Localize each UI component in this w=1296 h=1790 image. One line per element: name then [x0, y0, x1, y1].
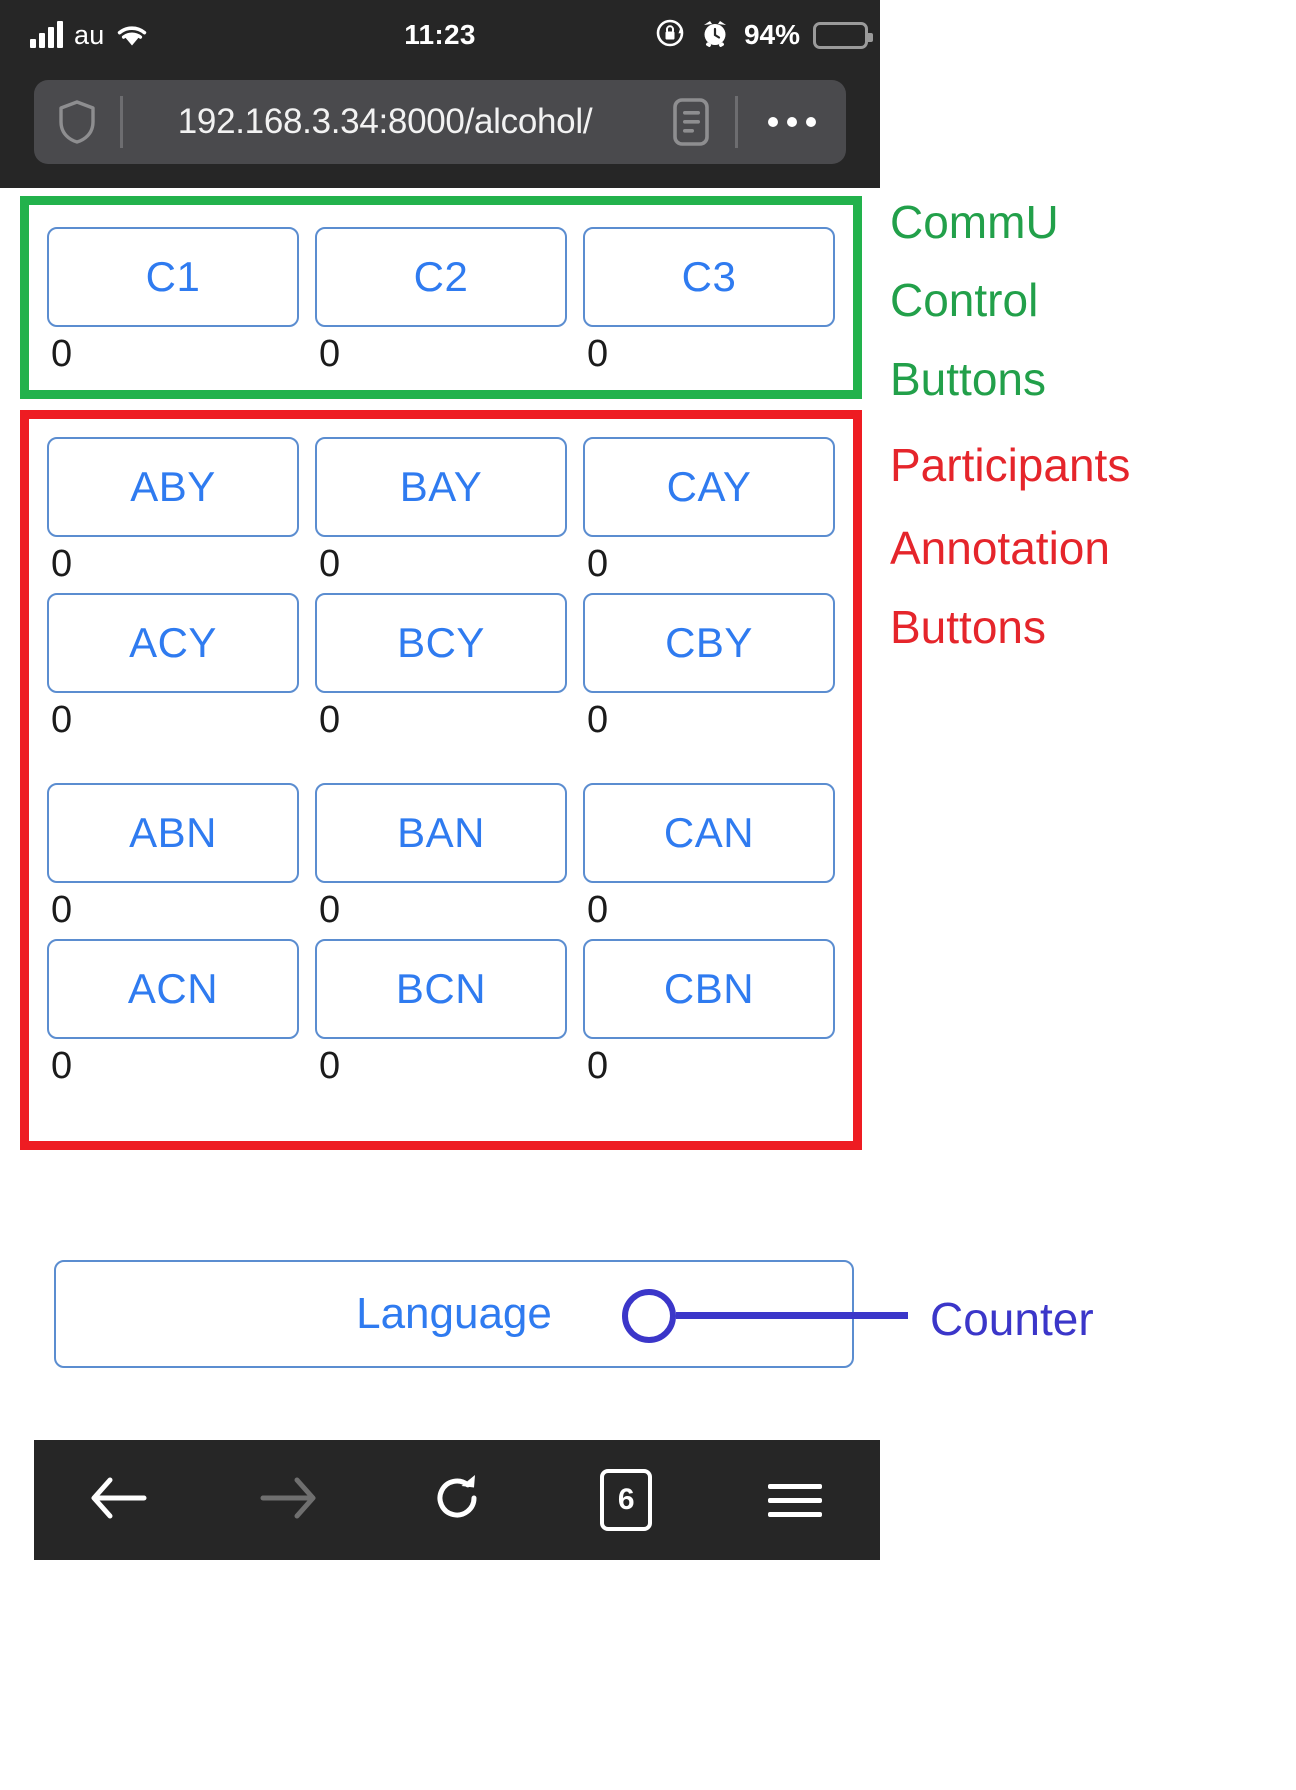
- control-cell: C3 0: [583, 227, 835, 383]
- more-options-icon[interactable]: [738, 117, 846, 127]
- annotation-cell: CBN 0: [583, 939, 835, 1095]
- reload-icon: [428, 1469, 486, 1532]
- phone-screen: au 11:23: [0, 0, 880, 1560]
- annotation-cell: ABY 0: [47, 437, 299, 593]
- annotation-button-cbn[interactable]: CBN: [583, 939, 835, 1039]
- annotation-cell: CBY 0: [583, 593, 835, 749]
- forward-button[interactable]: [203, 1440, 372, 1560]
- control-counter-c3: 0: [587, 333, 609, 376]
- annotation-counter-label: Counter: [930, 1293, 1094, 1345]
- annotation-counter-aby: 0: [51, 543, 73, 586]
- alarm-clock-icon: [699, 17, 731, 54]
- control-button-c2[interactable]: C2: [315, 227, 567, 327]
- annotation-green-line-3: Buttons: [890, 353, 1046, 405]
- status-bar-right: 94%: [654, 0, 873, 70]
- annotation-counter-ban: 0: [319, 889, 341, 932]
- address-bar[interactable]: 192.168.3.34:8000/alcohol/: [34, 80, 846, 164]
- url-text[interactable]: 192.168.3.34:8000/alcohol/: [177, 102, 593, 141]
- annotation-cell: BCN 0: [315, 939, 567, 1095]
- annotation-cell: ACY 0: [47, 593, 299, 749]
- annotation-counter-cby: 0: [587, 699, 609, 742]
- annotation-counter-cay: 0: [587, 543, 609, 586]
- control-cell: C1 0: [47, 227, 299, 383]
- annotation-cell: ABN 0: [47, 783, 299, 939]
- rotation-lock-icon: [654, 17, 686, 54]
- annotation-cell: CAY 0: [583, 437, 835, 593]
- annotation-cell: CAN 0: [583, 783, 835, 939]
- annotation-button-acy[interactable]: ACY: [47, 593, 299, 693]
- annotation-cell: ACN 0: [47, 939, 299, 1095]
- menu-button[interactable]: [711, 1440, 880, 1560]
- tab-count-button[interactable]: 6: [542, 1440, 711, 1560]
- annotation-button-cay[interactable]: CAY: [583, 437, 835, 537]
- annotation-cell: BCY 0: [315, 593, 567, 749]
- row-spacer: [47, 749, 835, 783]
- annotation-button-bcy[interactable]: BCY: [315, 593, 567, 693]
- participants-annotation-section: ABY 0 BAY 0 CAY 0: [20, 410, 862, 1150]
- annotation-button-row: ABN 0 BAN 0 CAN 0: [47, 783, 835, 939]
- address-bar-divider: [120, 96, 123, 148]
- annotation-button-bay[interactable]: BAY: [315, 437, 567, 537]
- annotation-green-line-1: CommU: [890, 196, 1059, 248]
- annotation-button-acn[interactable]: ACN: [47, 939, 299, 1039]
- annotation-button-abn[interactable]: ABN: [47, 783, 299, 883]
- control-cell: C2 0: [315, 227, 567, 383]
- annotation-button-can[interactable]: CAN: [583, 783, 835, 883]
- carrier-label: au: [74, 19, 105, 50]
- control-counter-c2: 0: [319, 333, 341, 376]
- annotation-counter-abn: 0: [51, 889, 73, 932]
- annotation-button-ban[interactable]: BAN: [315, 783, 567, 883]
- battery-percent-label: 94%: [743, 19, 800, 50]
- address-bar-divider-2: [735, 96, 738, 148]
- annotation-red-line-2: Annotation: [890, 522, 1110, 574]
- back-button[interactable]: [34, 1440, 203, 1560]
- control-button-grid: C1 0 C2 0 C3 0: [47, 227, 835, 383]
- annotation-button-row: ABY 0 BAY 0 CAY 0: [47, 437, 835, 593]
- status-bar-left: au: [30, 0, 149, 70]
- reload-button[interactable]: [372, 1440, 541, 1560]
- annotation-button-row: ACY 0 BCY 0 CBY 0: [47, 593, 835, 749]
- forward-arrow-icon: [257, 1472, 319, 1529]
- control-counter-c1: 0: [51, 333, 73, 376]
- status-bar-clock: 11:23: [404, 19, 476, 50]
- annotation-button-cby[interactable]: CBY: [583, 593, 835, 693]
- annotation-red-line-1: Participants: [890, 439, 1131, 491]
- control-button-c1[interactable]: C1: [47, 227, 299, 327]
- annotation-counter-bcn: 0: [319, 1045, 341, 1088]
- browser-bottom-toolbar: 6: [34, 1440, 880, 1560]
- signal-bars-icon: [30, 21, 63, 48]
- annotation-button-aby[interactable]: ABY: [47, 437, 299, 537]
- browser-chrome: 192.168.3.34:8000/alcohol/: [0, 70, 880, 188]
- annotation-button-row: ACN 0 BCN 0 CBN 0: [47, 939, 835, 1095]
- counter-leader-line: [676, 1312, 908, 1319]
- control-button-c3[interactable]: C3: [583, 227, 835, 327]
- back-arrow-icon: [88, 1472, 150, 1529]
- battery-icon: [813, 21, 873, 49]
- counter-highlight-circle: [622, 1289, 676, 1343]
- annotation-counter-bay: 0: [319, 543, 341, 586]
- annotation-counter-acn: 0: [51, 1045, 73, 1088]
- annotation-counter-cbn: 0: [587, 1045, 609, 1088]
- annotation-button-bcn[interactable]: BCN: [315, 939, 567, 1039]
- tab-count-label: 6: [600, 1469, 653, 1531]
- annotation-counter-acy: 0: [51, 699, 73, 742]
- annotation-cell: BAY 0: [315, 437, 567, 593]
- annotation-counter-can: 0: [587, 889, 609, 932]
- annotation-cell: BAN 0: [315, 783, 567, 939]
- commu-control-section: C1 0 C2 0 C3 0: [20, 196, 862, 399]
- status-bar: au 11:23: [0, 0, 880, 70]
- annotation-counter-bcy: 0: [319, 699, 341, 742]
- annotation-red-line-3: Buttons: [890, 601, 1046, 653]
- wifi-icon: [115, 22, 149, 48]
- annotation-green-line-2: Control: [890, 274, 1039, 326]
- shield-icon[interactable]: [34, 98, 120, 146]
- hamburger-menu-icon: [768, 1483, 823, 1517]
- reader-mode-icon[interactable]: [647, 97, 735, 147]
